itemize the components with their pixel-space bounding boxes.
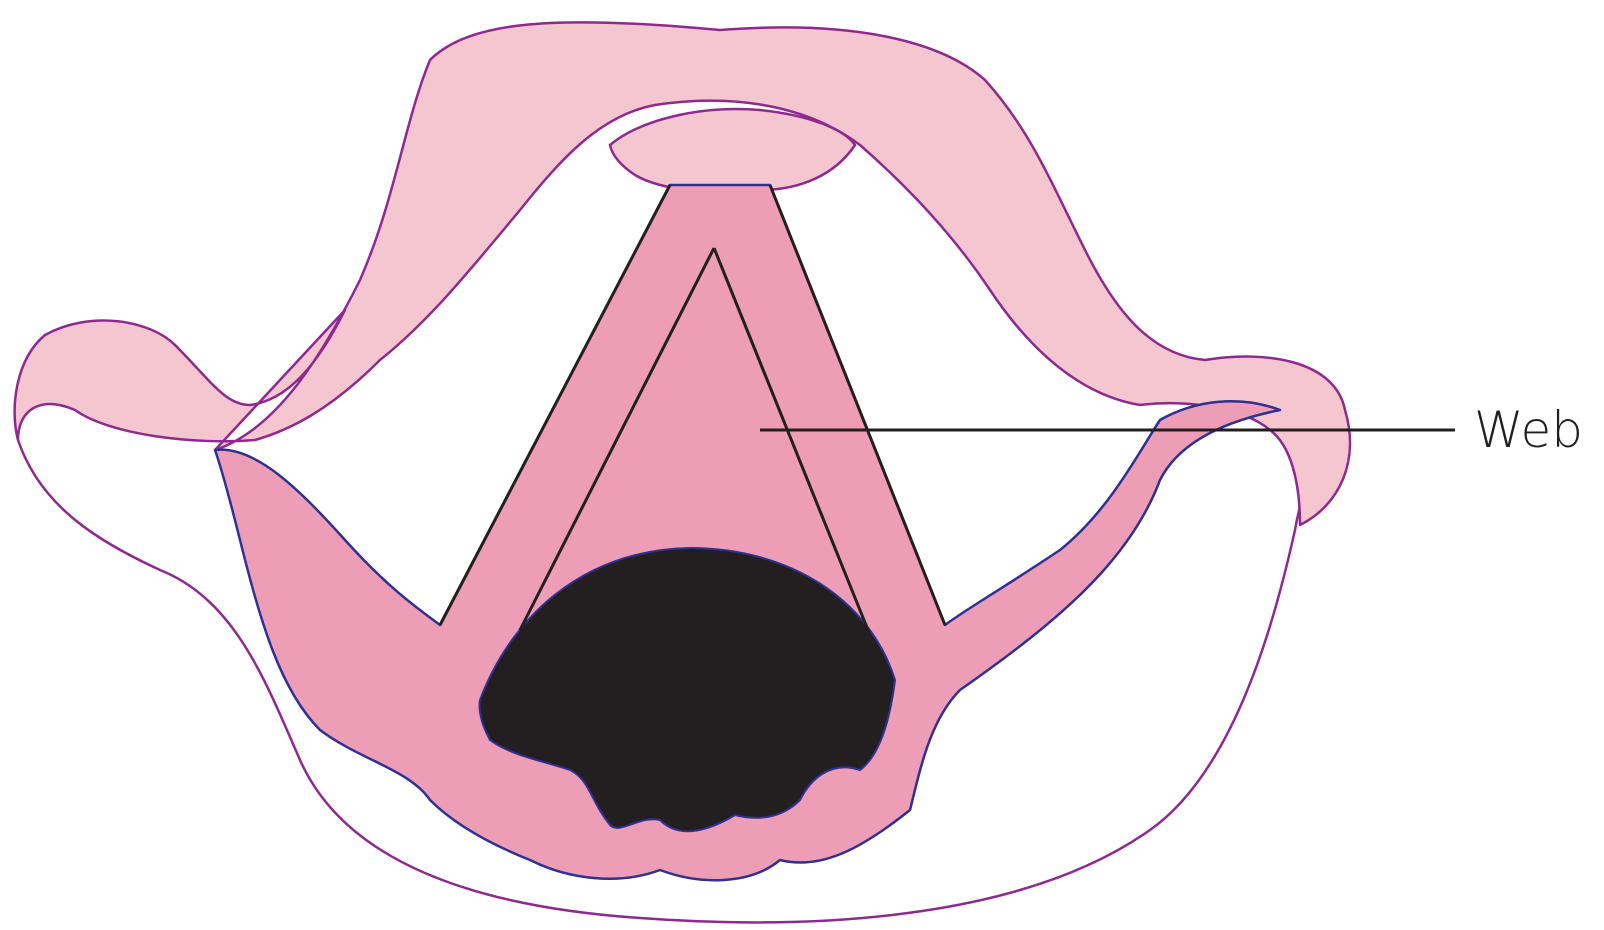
epiglottis (610, 109, 855, 192)
web-label: Web (1474, 401, 1583, 459)
